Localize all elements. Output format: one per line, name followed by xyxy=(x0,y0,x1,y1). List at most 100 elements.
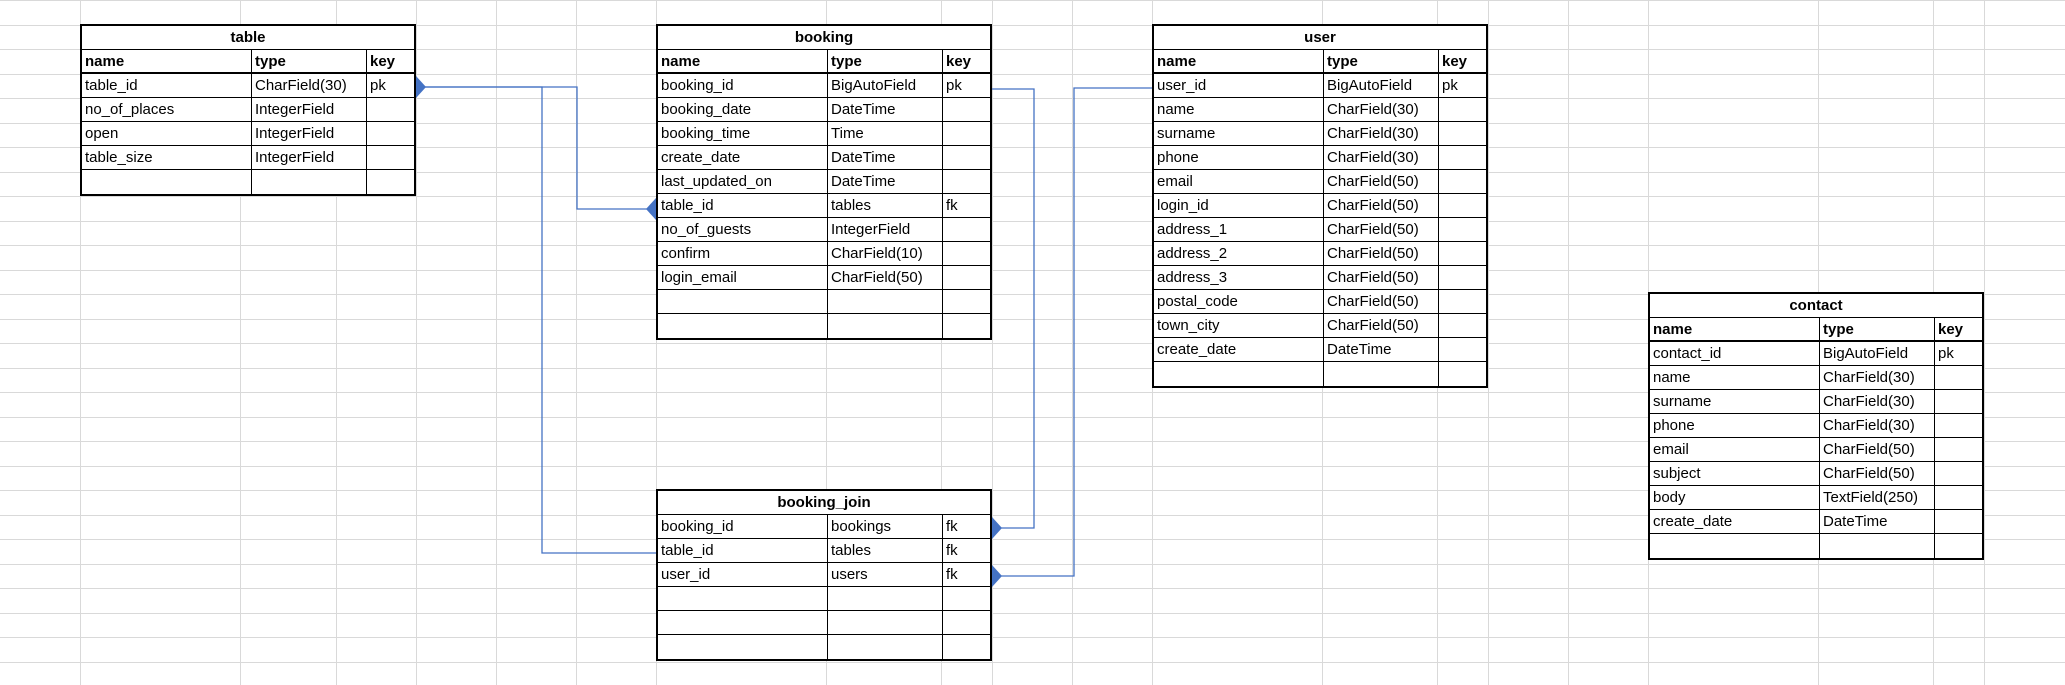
field-name-cell: login_email xyxy=(658,266,828,289)
field-key-cell xyxy=(943,122,990,145)
field-key-cell xyxy=(1935,486,1982,509)
field-key-cell xyxy=(943,98,990,121)
field-name-cell: surname xyxy=(1154,122,1324,145)
field-key-cell xyxy=(1439,146,1486,169)
field-key-cell xyxy=(1439,170,1486,193)
field-type-cell: CharField(50) xyxy=(1324,266,1439,289)
field-name-cell: phone xyxy=(1650,414,1820,437)
field-row xyxy=(658,635,990,659)
field-name-cell: booking_time xyxy=(658,122,828,145)
header-cell: type xyxy=(828,50,943,72)
header-cell: key xyxy=(370,53,396,70)
field-key-cell xyxy=(1935,462,1982,485)
field-row xyxy=(82,170,414,194)
field-type-cell: BigAutoField xyxy=(1820,342,1935,365)
field-type-cell: CharField(10) xyxy=(828,242,943,265)
field-name-cell: subject xyxy=(1650,462,1820,485)
field-row xyxy=(658,314,990,338)
header-cell: type xyxy=(1820,318,1935,340)
field-row xyxy=(1154,362,1486,386)
entity-title: table xyxy=(82,26,414,50)
field-name-cell: create_date xyxy=(1154,338,1324,361)
entity-title: booking_join xyxy=(658,491,990,515)
field-type-cell: users xyxy=(828,563,943,586)
field-name-cell: name xyxy=(1154,98,1324,121)
field-key-cell xyxy=(943,242,990,265)
header-cell: key xyxy=(1442,53,1468,70)
field-key-cell xyxy=(1935,390,1982,413)
header-cell: name xyxy=(658,50,828,72)
field-key-cell xyxy=(1439,362,1486,386)
field-type-cell: CharField(50) xyxy=(1324,218,1439,241)
field-name-cell: booking_date xyxy=(658,98,828,121)
field-key-cell xyxy=(943,146,990,169)
field-key-cell: fk xyxy=(946,518,958,535)
field-key-cell: fk xyxy=(946,566,958,583)
field-key-cell xyxy=(943,314,990,338)
field-name-cell: user_id xyxy=(1154,74,1324,97)
field-type-cell: IntegerField xyxy=(252,98,367,121)
field-key-cell xyxy=(943,170,990,193)
field-type-cell: DateTime xyxy=(828,170,943,193)
field-key-cell xyxy=(1439,218,1486,241)
field-name-cell xyxy=(658,635,828,659)
field-type-cell: CharField(30) xyxy=(252,74,367,97)
field-key-cell xyxy=(1439,242,1486,265)
field-row xyxy=(658,290,990,314)
field-name-cell: phone xyxy=(1154,146,1324,169)
field-name-cell xyxy=(1154,362,1324,386)
field-name-cell: address_3 xyxy=(1154,266,1324,289)
field-key-cell: pk xyxy=(946,77,962,94)
field-type-cell: DateTime xyxy=(1820,510,1935,533)
field-key-cell xyxy=(1439,290,1486,313)
field-name-cell: user_id xyxy=(658,563,828,586)
field-name-cell: name xyxy=(1650,366,1820,389)
field-key-cell: fk xyxy=(946,542,958,559)
field-type-cell xyxy=(828,314,943,338)
field-type-cell: CharField(30) xyxy=(1324,98,1439,121)
field-type-cell: DateTime xyxy=(828,98,943,121)
field-type-cell xyxy=(828,290,943,313)
header-cell: type xyxy=(252,50,367,72)
field-type-cell: CharField(50) xyxy=(1324,290,1439,313)
field-type-cell xyxy=(828,611,943,634)
field-type-cell: IntegerField xyxy=(252,146,367,169)
field-key-cell xyxy=(1439,338,1486,361)
field-type-cell: DateTime xyxy=(828,146,943,169)
field-key-cell: pk xyxy=(370,77,386,94)
field-key-cell xyxy=(367,98,414,121)
field-type-cell: bookings xyxy=(828,515,943,538)
field-key-cell xyxy=(1935,534,1982,558)
field-key-cell: pk xyxy=(1938,345,1954,362)
field-type-cell: CharField(50) xyxy=(1324,242,1439,265)
field-name-cell: booking_id xyxy=(658,515,828,538)
field-key-cell xyxy=(1439,314,1486,337)
field-type-cell: CharField(50) xyxy=(1820,438,1935,461)
